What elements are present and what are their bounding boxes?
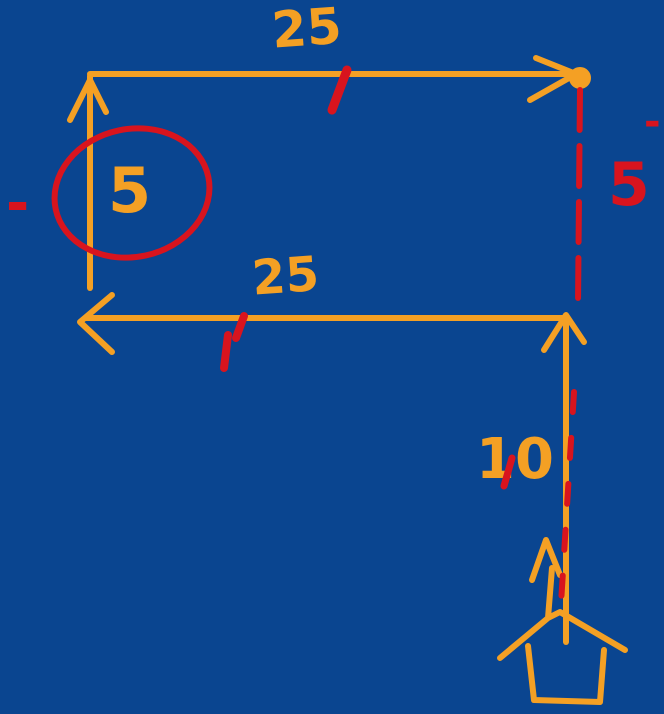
right-distance-label: 5 <box>608 150 650 220</box>
distance-labels: 25 25 5 10 <box>108 0 554 492</box>
arrow-left-icon <box>77 292 115 355</box>
right-sign-label: - <box>644 99 661 145</box>
left-sign-label: - <box>6 171 29 236</box>
start-house-icon <box>497 565 628 705</box>
left-distance-label: 5 <box>108 154 151 227</box>
middle-distance-label: 25 <box>250 246 321 307</box>
bottom-tick-mark <box>500 454 516 490</box>
top-distance-label: 25 <box>270 0 343 60</box>
right-dashed-line <box>575 87 583 308</box>
annotations <box>51 65 583 623</box>
arrow-up-left-icon <box>67 77 109 123</box>
middle-tick-mark-2 <box>232 312 248 342</box>
annotation-text: 5 - - <box>6 99 661 236</box>
start-arrowhead-icon <box>529 537 563 583</box>
end-point-icon <box>569 67 591 89</box>
bottom-dashed-line <box>557 389 577 623</box>
middle-tick-mark-1 <box>220 331 232 372</box>
top-tick-mark <box>327 65 352 115</box>
left-circle-highlight <box>51 125 213 261</box>
